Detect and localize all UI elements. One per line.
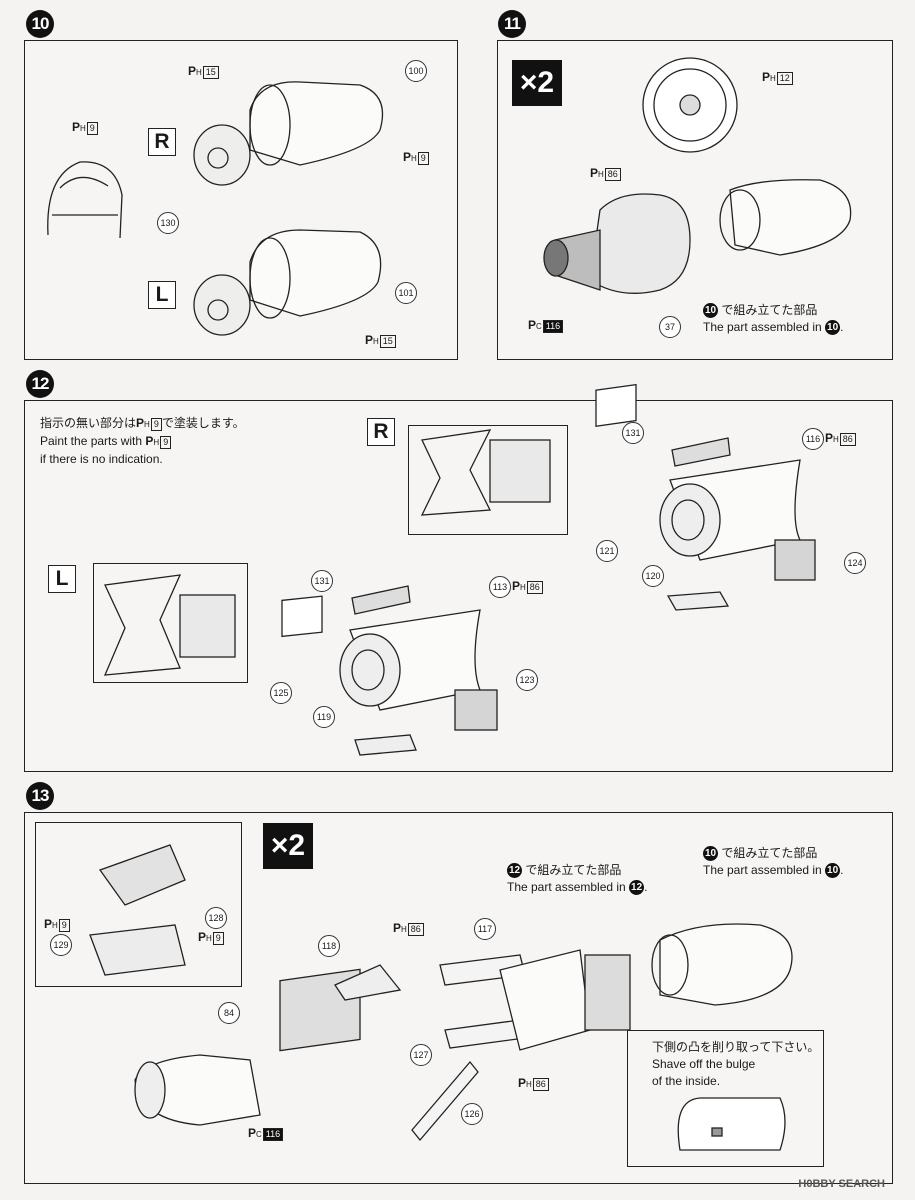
part-number-100: 100: [405, 60, 427, 82]
step-13-number: 13: [26, 782, 54, 810]
quantity-x2-badge-step13: ×2: [263, 823, 313, 869]
step-13-note-12: 12 で組み立てた部品 The part assembled in 12.: [507, 863, 648, 896]
quantity-x2-badge-step11: ×2: [512, 60, 562, 106]
engine-r-icon: [595, 383, 816, 611]
right-side-label: R: [148, 128, 176, 156]
step-11-assembled-note: 10 で組み立てた部品 The part assembled in 10.: [703, 303, 844, 336]
part-number-127: 127: [410, 1044, 432, 1066]
shave-instruction: 下側の凸を削り取って下さい。 Shave off the bulge of th…: [652, 1040, 820, 1088]
step-13-note-10: 10 で組み立てた部品 The part assembled in 10.: [703, 846, 844, 879]
nacelle-assembled-icon-step13: [651, 923, 793, 1006]
part-number-37: 37: [659, 316, 681, 338]
part-number-125: 125: [270, 682, 292, 704]
part-number-131-left: 131: [311, 570, 333, 592]
nacelle-right-icon: [193, 81, 384, 186]
part-number-131-right: 131: [622, 422, 644, 444]
part-number-120: 120: [642, 565, 664, 587]
canopy-part-icon: [47, 161, 123, 239]
part-number-117: 117: [474, 918, 496, 940]
engine-rear-detail-left: [103, 574, 236, 676]
step-12-number: 12: [26, 370, 54, 398]
part-number-124: 124: [844, 552, 866, 574]
part-number-130: 130: [157, 212, 179, 234]
engine-l-icon: [281, 585, 498, 756]
nacelle-left-icon: [193, 229, 382, 336]
shave-detail-icon: [677, 1097, 786, 1151]
engine-rear-detail-right: [420, 429, 551, 516]
step-10-number: 10: [26, 10, 54, 38]
part-number-129: 129: [50, 934, 72, 956]
part-number-113: 113: [489, 576, 511, 598]
fan-disc-icon: [642, 57, 738, 153]
part-number-126: 126: [461, 1103, 483, 1125]
nacelle-assembled-icon-step11: [719, 179, 852, 256]
engine-pod-icon: [543, 193, 691, 294]
left-side-label-step12: L: [48, 565, 76, 593]
part-number-121: 121: [596, 540, 618, 562]
exhaust-petals-icon: [334, 949, 631, 1142]
part-number-119: 119: [313, 706, 335, 728]
part-number-123: 123: [516, 669, 538, 691]
part-number-84: 84: [218, 1002, 240, 1024]
exhaust-part-detail: [89, 844, 186, 976]
part-number-118: 118: [318, 935, 340, 957]
part-number-116: 116: [802, 428, 824, 450]
step-11-number: 11: [498, 10, 526, 38]
right-side-label-step12: R: [367, 418, 395, 446]
part-number-101: 101: [395, 282, 417, 304]
engine-core-assembly-icon: [134, 968, 361, 1126]
part-number-128: 128: [205, 907, 227, 929]
watermark: H0BBY SEARCH: [798, 1178, 885, 1190]
left-side-label: L: [148, 281, 176, 309]
